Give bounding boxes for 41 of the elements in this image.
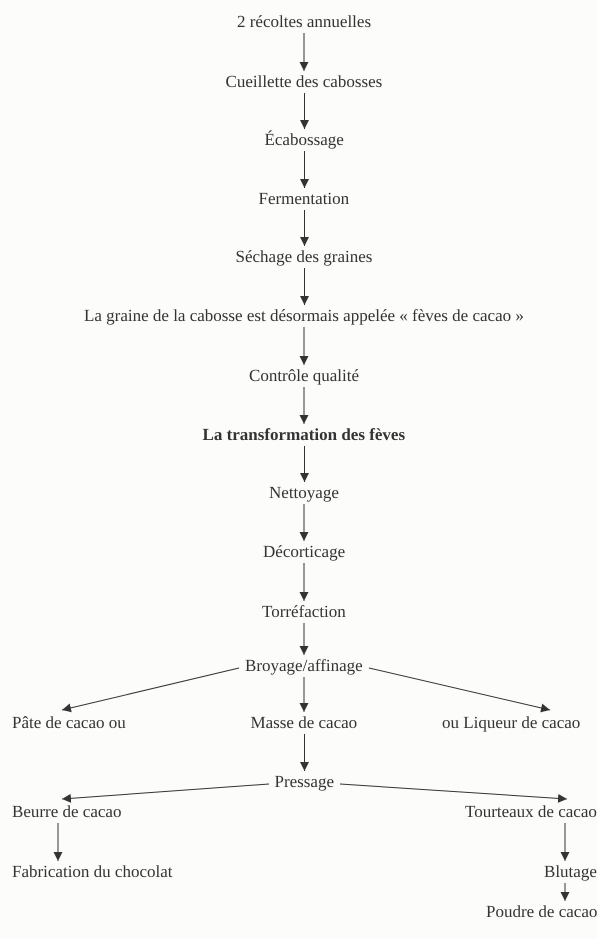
step-label: La graine de la cabosse est désormais appelée « fèves de cacao » — [84, 306, 524, 326]
step-label: 2 récoltes annuelles — [237, 12, 372, 32]
step-label: Séchage des graines — [236, 247, 372, 267]
step-label: Contrôle qualité — [249, 366, 360, 386]
arrow — [300, 562, 308, 602]
step-label: Tourteaux de cacao — [465, 802, 597, 822]
arrow — [300, 150, 309, 188]
arrow — [300, 326, 308, 366]
step-label: Pâte de cacao ou — [12, 713, 126, 733]
arrow — [300, 622, 308, 656]
arrow — [300, 504, 308, 542]
arrow — [300, 676, 308, 712]
step-label: Broyage/affinage — [245, 656, 363, 676]
step-label: Poudre de cacao — [486, 902, 598, 922]
step-label: Masse de cacao — [250, 713, 358, 733]
section-heading: La transformation des fèves — [202, 425, 406, 445]
step-label: Décorticage — [263, 542, 346, 562]
step-label: ou Liqueur de cacao — [442, 713, 580, 733]
arrow — [300, 32, 308, 72]
arrow — [300, 92, 309, 130]
arrow — [300, 734, 309, 772]
step-label: Torréfaction — [262, 602, 346, 622]
arrow — [62, 668, 240, 712]
step-label: Beurre de cacao — [12, 802, 122, 822]
arrow — [54, 822, 62, 862]
arrow — [368, 668, 550, 712]
arrow — [300, 210, 309, 246]
step-label: Cueillette des cabosses — [226, 72, 382, 92]
step-label: Nettoyage — [269, 483, 339, 503]
arrow — [62, 784, 270, 803]
step-label: Écabossage — [264, 130, 344, 150]
arrow — [300, 268, 309, 306]
arrow — [300, 446, 309, 482]
arrow — [340, 784, 568, 803]
step-label: Blutage — [544, 862, 597, 882]
arrow — [560, 822, 570, 862]
arrow — [560, 882, 570, 902]
arrow — [300, 386, 308, 424]
step-label: Fabrication du chocolat — [12, 862, 173, 882]
step-label: Pressage — [274, 772, 334, 792]
step-label: Fermentation — [258, 189, 350, 209]
